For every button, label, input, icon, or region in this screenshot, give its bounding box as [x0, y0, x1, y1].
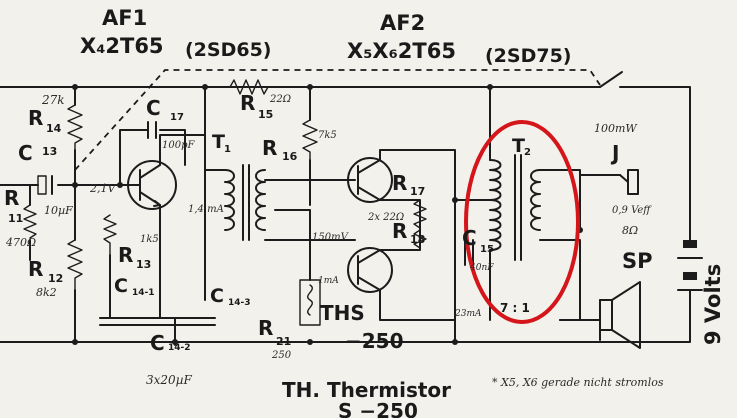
speaker-name: SP	[622, 249, 653, 273]
r17-name: R	[392, 171, 407, 195]
c14-2-sub: 14-2	[168, 343, 191, 353]
base-voltage: 2,1V	[89, 182, 116, 195]
c14-note: 3x20µF	[146, 373, 192, 387]
r11-value: 470Ω	[5, 236, 36, 249]
c15-value: 40nF	[469, 263, 494, 273]
r16-name: R	[262, 136, 277, 160]
output-power: 100mW	[594, 122, 638, 135]
c17-sub: 17	[170, 112, 184, 123]
wires	[0, 71, 691, 346]
transistor-x4	[127, 160, 177, 210]
af1-transistors: X₄2T65	[80, 34, 164, 58]
c15-sub: 15	[480, 244, 494, 255]
speaker-value: 8Ω	[622, 224, 638, 237]
jack-j	[619, 169, 639, 195]
transistor-x5	[347, 157, 393, 203]
transformer-t2	[489, 154, 541, 261]
thermistor-value: S −250	[338, 399, 418, 418]
r16-value: 7k5	[318, 130, 337, 141]
r12-name: R	[28, 257, 43, 281]
c14-1-name: C	[114, 275, 128, 297]
output-voltage: 0,9 Veff	[612, 205, 652, 216]
c17-name: C	[146, 96, 161, 120]
footnote: * X5, X6 gerade nicht stromlos	[492, 376, 664, 389]
r12-sub: 12	[48, 272, 63, 285]
t1-sub: 1	[224, 144, 231, 155]
ganged-switch-line	[74, 69, 601, 171]
resistor-r12	[67, 239, 83, 291]
t2-name: T	[512, 135, 525, 157]
capacitors	[37, 121, 474, 326]
r15-sub: 15	[258, 108, 273, 121]
transistors	[127, 157, 393, 293]
c14-3-name: C	[210, 285, 224, 307]
r21-sub: 21	[276, 335, 291, 348]
transistor-x6	[347, 247, 393, 293]
c14-3-sub: 14-3	[228, 298, 251, 308]
collector-current: 1,4 mA	[188, 204, 224, 215]
t2-sub: 2	[524, 147, 531, 158]
resistor-r21	[299, 279, 321, 326]
power-switch	[599, 71, 623, 88]
r17-sub: 17	[410, 185, 425, 198]
capacitor-c13	[37, 175, 47, 195]
resistor-r17	[413, 199, 427, 229]
r15-name: R	[240, 91, 255, 115]
highlight-ellipse	[464, 120, 580, 324]
af2-equivalent: (2SD75)	[485, 45, 571, 67]
af2-transistors: X₅X₆2T65	[347, 39, 456, 63]
resistor-r15	[229, 79, 269, 95]
c14-1-sub: 14-1	[132, 288, 155, 298]
r13-name: R	[118, 243, 133, 267]
r11-sub: 11	[8, 212, 23, 225]
resistor-r16	[302, 119, 318, 161]
junctions	[72, 84, 583, 345]
r15-value: 22Ω	[269, 94, 291, 105]
c13-sub: 13	[42, 145, 57, 158]
t1-name: T	[212, 131, 225, 153]
battery-9v	[677, 240, 703, 301]
resistors	[23, 79, 427, 326]
c13-name: C	[18, 141, 33, 165]
r12-value: 8k2	[36, 286, 57, 299]
ths-value: −250	[345, 329, 404, 353]
af2-label: AF2	[380, 11, 425, 35]
c15-name: C	[462, 226, 477, 250]
resistor-r14	[67, 104, 83, 151]
resistor-r13	[103, 214, 117, 256]
jack-name: J	[610, 141, 619, 165]
c13-value: 10µF	[44, 204, 73, 217]
resistor-r18	[413, 229, 427, 249]
transformer-t1	[224, 164, 266, 241]
t2-ratio: 7 : 1	[500, 301, 530, 315]
c14-2-name: C	[150, 331, 165, 355]
supply-label: 9 Volts	[701, 264, 725, 345]
ths-name: THS	[320, 301, 365, 325]
r11-name: R	[4, 186, 19, 210]
af1-label: AF1	[102, 6, 147, 30]
c17-value: 100pF	[162, 140, 195, 151]
driver-voltage: 150mV	[312, 232, 350, 243]
af1-equivalent: (2SD65)	[185, 39, 271, 61]
r16-sub: 16	[282, 150, 298, 163]
r17-18-value: 2x 22Ω	[367, 212, 404, 223]
r18-sub: 18	[410, 233, 425, 246]
r13-sub: 13	[136, 258, 151, 271]
r21-value: 250	[271, 350, 292, 361]
thermistor-label: TH. Thermistor	[282, 378, 451, 402]
r18-name: R	[392, 219, 407, 243]
r14-name: R	[28, 106, 43, 130]
r14-value: 27k	[41, 93, 65, 107]
speaker-sp	[599, 281, 641, 349]
t2-current: 23mA	[454, 309, 482, 319]
labels: AF1 X₄2T65 (2SD65) AF2 X₅X₆2T65 (2SD75) …	[4, 6, 725, 418]
r14-sub: 14	[46, 122, 62, 135]
r21-name: R	[258, 316, 273, 340]
r13-value: 1k5	[140, 234, 159, 245]
push-pull-current: 1mA	[318, 276, 339, 286]
resistor-r11	[23, 204, 37, 239]
